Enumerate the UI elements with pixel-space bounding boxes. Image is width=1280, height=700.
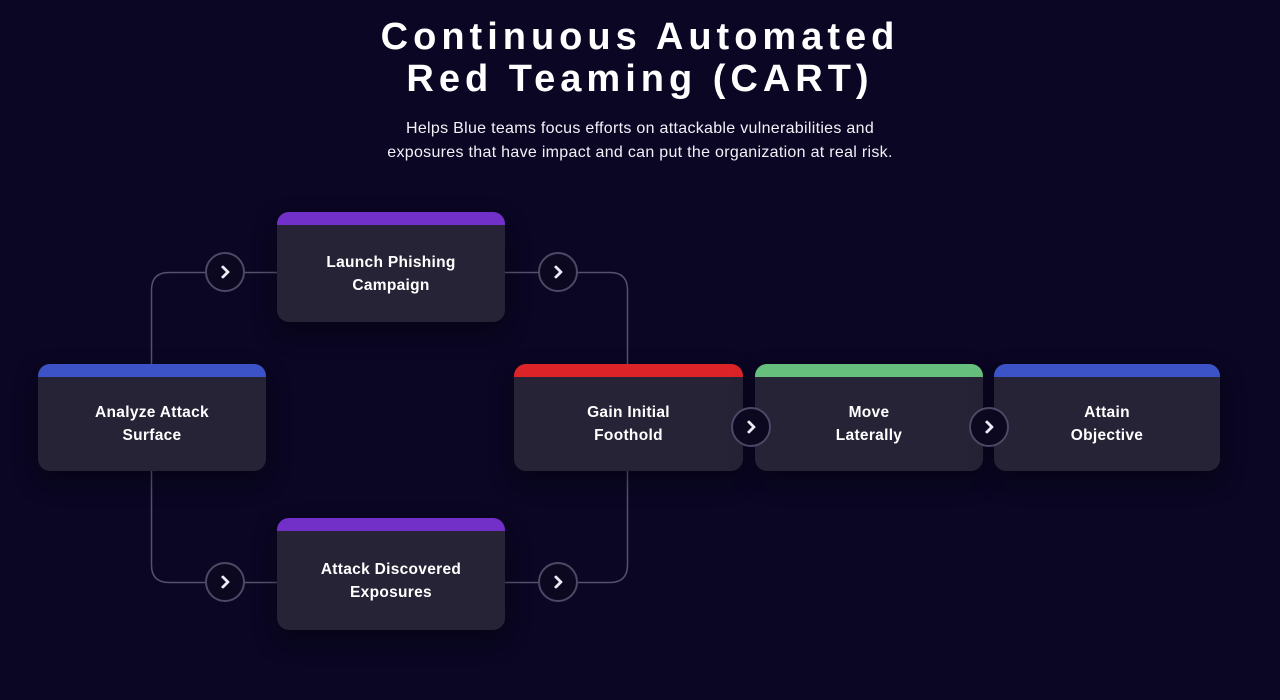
accent-bar-purple <box>277 212 505 225</box>
node-gain-initial-foothold: Gain Initial Foothold <box>514 364 743 471</box>
page-title: Continuous Automated Red Teaming (CART) <box>0 16 1280 100</box>
node-label-line: Objective <box>1070 427 1144 444</box>
node-label: Attain Objective <box>994 377 1220 471</box>
node-label-line: Move <box>848 404 890 421</box>
node-launch-phishing-campaign: Launch Phishing Campaign <box>277 212 505 322</box>
node-label: Move Laterally <box>755 377 983 471</box>
page-subtitle: Helps Blue teams focus efforts on attack… <box>0 117 1280 165</box>
arrow-icon <box>538 252 578 292</box>
accent-bar-green <box>755 364 983 377</box>
accent-bar-purple <box>277 518 505 531</box>
node-label-line: Foothold <box>594 427 663 444</box>
arrow-icon <box>969 407 1009 447</box>
node-analyze-attack-surface: Analyze Attack Surface <box>38 364 266 471</box>
arrow-icon <box>538 562 578 602</box>
title-line-1: Continuous Automated <box>380 16 900 58</box>
accent-bar-blue <box>38 364 266 377</box>
chevron-right-icon <box>548 264 564 280</box>
node-label-line: Exposures <box>350 583 432 601</box>
node-attain-objective: Attain Objective <box>994 364 1220 471</box>
node-label-line: Surface <box>122 427 182 444</box>
node-label-line: Campaign <box>352 276 430 294</box>
node-label-line: Analyze Attack <box>95 404 209 421</box>
node-label: Launch Phishing Campaign <box>277 225 505 322</box>
node-label-line: Gain Initial <box>587 404 670 421</box>
chevron-right-icon <box>979 419 995 435</box>
node-label: Analyze Attack Surface <box>38 377 266 471</box>
arrow-icon <box>205 562 245 602</box>
arrow-icon <box>205 252 245 292</box>
node-label: Attack Discovered Exposures <box>277 531 505 630</box>
chevron-right-icon <box>215 574 231 590</box>
node-label: Gain Initial Foothold <box>514 377 743 471</box>
node-label-line: Attain <box>1084 404 1130 421</box>
arrow-icon <box>731 407 771 447</box>
connector-exposures-to-foothold <box>505 471 629 584</box>
connector-analyze-to-phishing <box>150 271 277 364</box>
page-header: Continuous Automated Red Teaming (CART) … <box>0 0 1280 165</box>
node-label-line: Attack Discovered <box>320 560 462 578</box>
node-label-line: Laterally <box>835 427 903 444</box>
chevron-right-icon <box>548 574 564 590</box>
accent-bar-blue <box>994 364 1220 377</box>
node-move-laterally: Move Laterally <box>755 364 983 471</box>
connector-phishing-to-foothold <box>505 271 629 364</box>
title-line-2: Red Teaming (CART) <box>406 58 874 100</box>
node-label-line: Launch Phishing <box>326 253 456 271</box>
subtitle-line-1: Helps Blue teams focus efforts on attack… <box>405 120 875 137</box>
accent-bar-red <box>514 364 743 377</box>
node-attack-discovered-exposures: Attack Discovered Exposures <box>277 518 505 630</box>
chevron-right-icon <box>741 419 757 435</box>
chevron-right-icon <box>215 264 231 280</box>
connector-analyze-to-exposures <box>150 471 277 584</box>
subtitle-line-2: exposures that have impact and can put t… <box>387 144 893 161</box>
